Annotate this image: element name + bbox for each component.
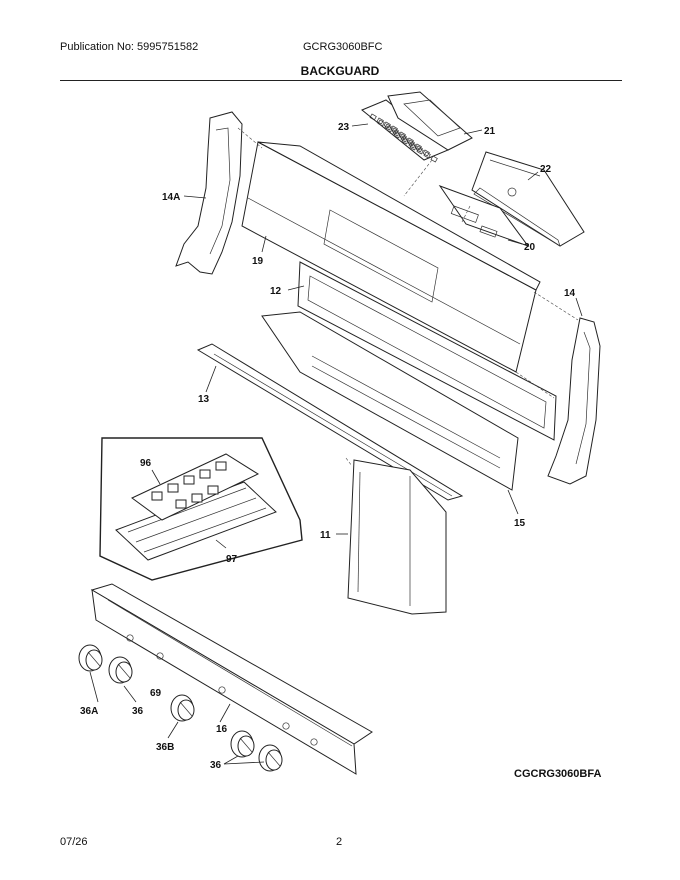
callout-96: 96 bbox=[140, 458, 152, 469]
callout-15: 15 bbox=[514, 518, 526, 529]
callout-69: 69 bbox=[150, 688, 162, 699]
part-12-window-frame bbox=[297, 261, 557, 441]
callout-36-left: 36 bbox=[132, 706, 144, 717]
callout-14: 14 bbox=[564, 288, 576, 299]
callout-20: 20 bbox=[524, 242, 536, 253]
part-11-rear-panel bbox=[347, 459, 447, 615]
callout-19: 19 bbox=[252, 256, 264, 267]
inset-relay-board bbox=[99, 437, 303, 581]
callout-labels: 23 21 22 20 14A 19 12 14 13 15 96 97 11 … bbox=[80, 122, 601, 780]
footer-page-number: 2 bbox=[336, 836, 343, 848]
diagram-model-code: CGCRG3060BFA bbox=[514, 768, 601, 780]
part-16-control-panel bbox=[90, 583, 373, 775]
section-title: BACKGUARD bbox=[300, 64, 380, 78]
knob-set bbox=[78, 644, 283, 772]
assembly-lines bbox=[237, 127, 579, 467]
header-divider bbox=[60, 80, 622, 81]
footer-date: 07/26 bbox=[60, 836, 88, 848]
model-number: GCRG3060BFC bbox=[303, 41, 383, 53]
part-22-control-housing bbox=[471, 151, 585, 247]
callout-16: 16 bbox=[216, 724, 228, 735]
callout-14A: 14A bbox=[162, 192, 180, 203]
callout-36A: 36A bbox=[80, 706, 98, 717]
part-14A-left-end-cap bbox=[175, 111, 243, 275]
callout-13: 13 bbox=[198, 394, 210, 405]
part-21-bracket bbox=[387, 91, 473, 151]
leader-lines bbox=[89, 123, 583, 765]
callout-97: 97 bbox=[226, 554, 238, 565]
part-23-keypad bbox=[361, 99, 449, 163]
callout-11: 11 bbox=[320, 530, 331, 541]
part-14-right-end-cap bbox=[547, 317, 601, 485]
callout-36-right: 36 bbox=[210, 760, 222, 771]
callout-12: 12 bbox=[270, 286, 282, 297]
publication-number: Publication No: 5995751582 bbox=[60, 41, 199, 53]
callout-23: 23 bbox=[338, 122, 350, 133]
part-20-control-board bbox=[438, 184, 530, 248]
callout-21: 21 bbox=[484, 126, 496, 137]
callout-22: 22 bbox=[540, 164, 552, 175]
callout-36B: 36B bbox=[156, 742, 174, 753]
part-15-rear-bracket bbox=[261, 311, 519, 491]
